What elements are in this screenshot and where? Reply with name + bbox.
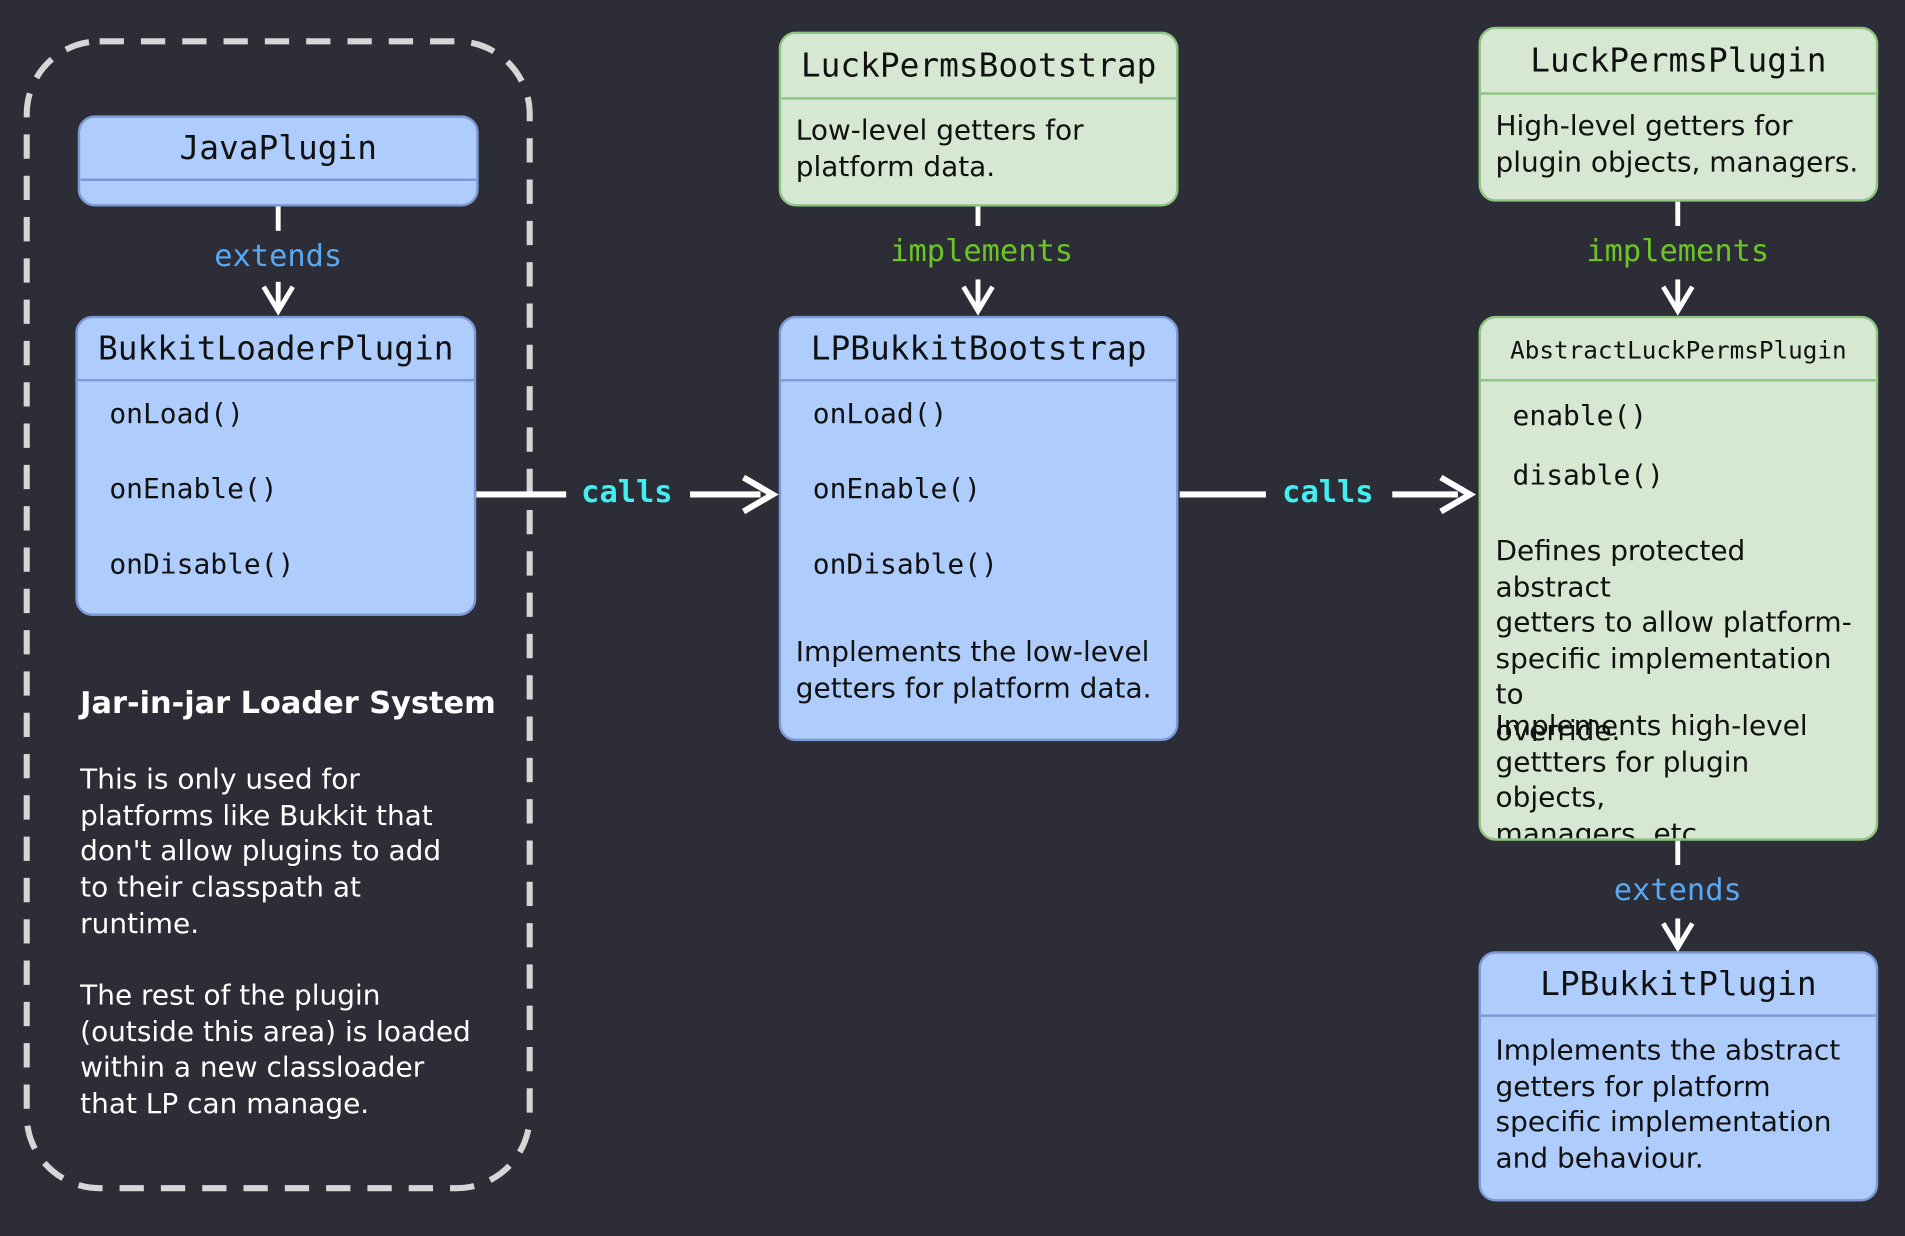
- java-plugin-box: JavaPlugin: [77, 115, 479, 207]
- extends-arrowhead: [261, 285, 295, 316]
- calls-arrowhead-1: [741, 474, 779, 515]
- luckperms-bootstrap-box: LuckPermsBootstrap Low-level getters for…: [778, 31, 1179, 207]
- extends-label-1: extends: [214, 238, 343, 274]
- loader-area-border: [23, 38, 533, 1192]
- luckperms-bootstrap-title: LuckPermsBootstrap: [781, 34, 1177, 100]
- luckperms-bootstrap-description: Low-level getters for platform data.: [795, 115, 1084, 183]
- loader-area-paragraph-1: This is only used for platforms like Buk…: [80, 764, 442, 941]
- extends-label-2: extends: [1613, 872, 1742, 908]
- method-disable: disable(): [1512, 460, 1664, 493]
- implements-label-2: implements: [1586, 233, 1770, 269]
- implements-label-1: implements: [890, 233, 1074, 269]
- lp-bukkit-bootstrap-box: LPBukkitBootstrap onLoad() onEnable() on…: [778, 315, 1179, 742]
- method-onload: onLoad(): [812, 398, 948, 431]
- abstract-description-2: Implements high-level gettters for plugi…: [1495, 710, 1808, 841]
- calls-label-1: calls: [581, 473, 673, 510]
- bukkit-loader-plugin-title: BukkitLoaderPlugin: [77, 318, 474, 382]
- method-ondisable: onDisable(): [109, 549, 295, 581]
- implements-arrowhead-2: [1661, 285, 1695, 316]
- method-onload: onLoad(): [109, 398, 244, 431]
- implements-arrowhead-1: [961, 285, 995, 316]
- abstract-luckperms-plugin-box: AbstractLuckPermsPlugin enable() disable…: [1478, 315, 1879, 841]
- method-onenable: onEnable(): [812, 473, 982, 506]
- loader-area-paragraph-2: The rest of the plugin (outside this are…: [80, 980, 471, 1121]
- luckperms-plugin-box: LuckPermsPlugin High-level getters for p…: [1478, 26, 1879, 202]
- calls-arrowhead-2: [1439, 474, 1477, 515]
- method-enable: enable(): [1512, 400, 1648, 433]
- lp-bukkit-plugin-title: LPBukkitPlugin: [1480, 954, 1876, 1017]
- java-plugin-title: JavaPlugin: [80, 118, 477, 182]
- loader-area-title: Jar-in-jar Loader System: [80, 685, 496, 721]
- luckperms-plugin-title: LuckPermsPlugin: [1480, 29, 1876, 95]
- extends-arrowhead-2: [1661, 922, 1695, 953]
- lp-bukkit-bootstrap-description: Implements the low-level getters for pla…: [795, 636, 1152, 705]
- lp-bukkit-bootstrap-title: LPBukkitBootstrap: [781, 318, 1177, 382]
- abstract-description-1: Defines protected abstract getters to al…: [1495, 535, 1852, 747]
- luckperms-plugin-description: High-level getters for plugin objects, m…: [1495, 110, 1859, 178]
- abstract-luckperms-plugin-title: AbstractLuckPermsPlugin: [1480, 318, 1876, 382]
- lp-bukkit-plugin-description: Implements the abstract getters for plat…: [1495, 1035, 1841, 1175]
- method-ondisable: onDisable(): [812, 549, 998, 581]
- calls-label-2: calls: [1282, 473, 1374, 510]
- bukkit-loader-plugin-box: BukkitLoaderPlugin onLoad() onEnable() o…: [75, 315, 477, 616]
- method-onenable: onEnable(): [109, 473, 278, 506]
- lp-bukkit-plugin-box: LPBukkitPlugin Implements the abstract g…: [1478, 951, 1879, 1202]
